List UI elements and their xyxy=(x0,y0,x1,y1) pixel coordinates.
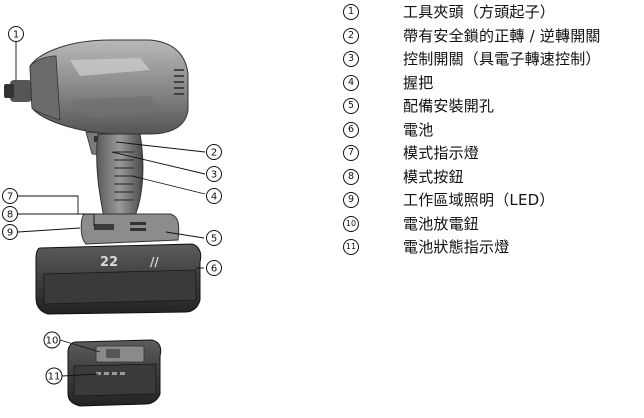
svg-text:9: 9 xyxy=(7,228,13,239)
legend-number: 10 xyxy=(343,215,359,232)
legend-item: 8 模式按鈕 xyxy=(343,167,643,191)
base-mount xyxy=(80,213,180,245)
svg-text:1: 1 xyxy=(13,30,19,41)
legend-number: 2 xyxy=(343,27,359,44)
battery-on-tool: 22 // xyxy=(35,243,202,315)
legend-number: 9 xyxy=(343,192,359,208)
legend-item: 2 帶有安全鎖的正轉 / 逆轉開關 xyxy=(343,26,643,50)
leader-lines xyxy=(15,42,206,377)
battery-detached xyxy=(67,339,162,407)
callout-3: 3 xyxy=(206,166,222,182)
grip xyxy=(96,133,144,219)
svg-text:5: 5 xyxy=(211,234,217,245)
legend-number: 8 xyxy=(343,168,359,185)
svg-text:11: 11 xyxy=(48,372,61,383)
legend-label: 握把 xyxy=(403,73,434,92)
legend-label: 工具夾頭（方頭起子） xyxy=(403,3,556,21)
svg-text:2: 2 xyxy=(211,148,217,159)
callout-4: 4 xyxy=(206,188,222,204)
legend-item: 9 工作區域照明（LED） xyxy=(343,190,643,214)
tool-illustration: 22 // xyxy=(2,26,222,407)
callout-9: 9 xyxy=(2,224,18,240)
legend-number: 6 xyxy=(343,121,359,138)
callout-6: 6 xyxy=(206,260,222,276)
legend-number: 3 xyxy=(343,51,359,67)
svg-text:3: 3 xyxy=(211,170,217,181)
anvil xyxy=(4,80,32,102)
callout-1: 1 xyxy=(8,26,24,42)
callout-10: 10 xyxy=(43,331,61,349)
legend-item: 1 工具夾頭（方頭起子） xyxy=(343,2,643,26)
callout-11: 11 xyxy=(45,367,63,385)
legend-number: 5 xyxy=(343,98,359,114)
legend-item: 4 握把 xyxy=(343,73,643,97)
battery-marking: 22 xyxy=(100,255,118,270)
legend-label: 帶有安全鎖的正轉 / 逆轉開關 xyxy=(403,26,601,45)
svg-text:8: 8 xyxy=(7,210,13,221)
svg-text:10: 10 xyxy=(46,336,59,347)
tool-head xyxy=(29,39,189,135)
callout-markers: 1 2 3 4 5 6 7 xyxy=(2,26,222,385)
legend-number: 7 xyxy=(343,145,359,161)
parts-legend: 1 工具夾頭（方頭起子） 2 帶有安全鎖的正轉 / 逆轉開關 3 控制開關（具電… xyxy=(343,2,643,261)
legend-item: 3 控制開關（具電子轉速控制） xyxy=(343,49,643,73)
legend-label: 模式指示燈 xyxy=(403,144,480,162)
legend-number: 1 xyxy=(343,4,359,20)
legend-number: 4 xyxy=(343,74,359,91)
legend-label: 配備安裝開孔 xyxy=(403,97,495,115)
callout-8: 8 xyxy=(2,206,18,222)
svg-text:4: 4 xyxy=(211,192,217,203)
legend-item: 7 模式指示燈 xyxy=(343,143,643,167)
svg-text:6: 6 xyxy=(211,264,217,275)
callout-2: 2 xyxy=(206,144,222,160)
svg-text://: // xyxy=(150,255,159,269)
legend-item: 10 電池放電鈕 xyxy=(343,214,643,238)
legend-item: 6 電池 xyxy=(343,120,643,144)
legend-label: 電池放電鈕 xyxy=(403,214,480,233)
legend-label: 工作區域照明（LED） xyxy=(403,191,555,209)
legend-label: 控制開關（具電子轉速控制） xyxy=(403,50,601,68)
callout-7: 7 xyxy=(2,188,18,204)
legend-item: 5 配備安裝開孔 xyxy=(343,96,643,120)
impact-wrench-drawing: 22 // xyxy=(2,26,222,407)
legend-label: 模式按鈕 xyxy=(403,167,464,186)
legend-number: 11 xyxy=(343,239,359,255)
legend-label: 電池 xyxy=(403,120,434,139)
svg-text:7: 7 xyxy=(7,192,13,203)
legend-label: 電池狀態指示燈 xyxy=(403,238,510,256)
legend-item: 11 電池狀態指示燈 xyxy=(343,237,643,261)
callout-5: 5 xyxy=(206,230,222,246)
